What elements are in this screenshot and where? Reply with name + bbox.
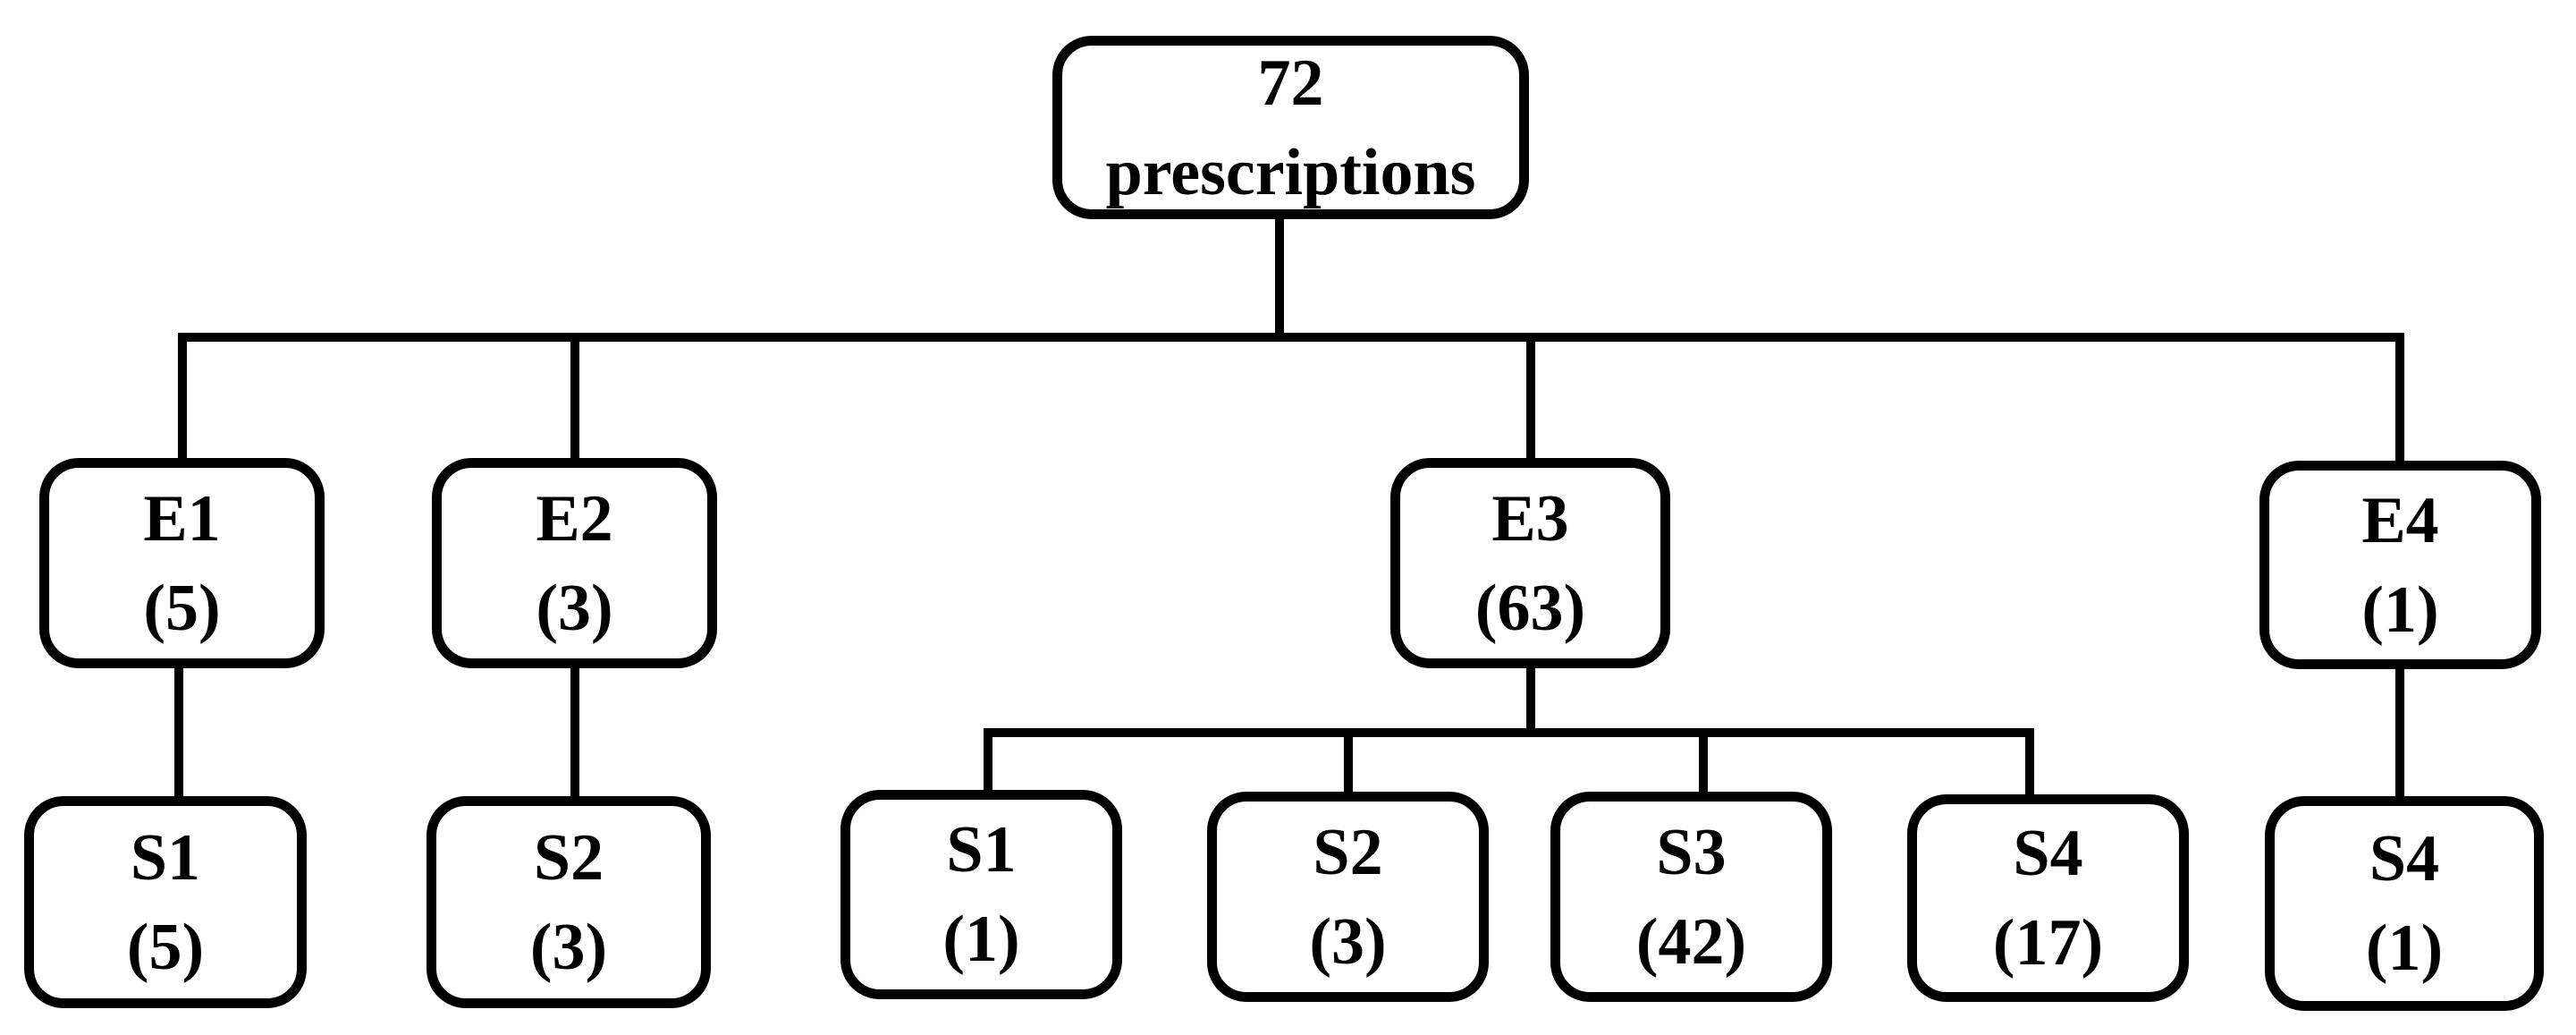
connector-drop-e3-s3 [1699,733,1708,796]
node-e2: E2 (3) [432,458,717,668]
node-e2-s2: S2 (3) [427,796,711,1008]
node-e2-count: (3) [536,571,613,645]
node-root-prescriptions: 72 prescriptions [1052,36,1529,219]
node-e1: E1 (5) [39,458,325,668]
node-e3-s1-label: S1 [946,813,1017,887]
node-e3-s2-label: S2 [1313,815,1383,889]
connector-e3-horizontal [984,728,2034,737]
connector-e4-to-s4 [2395,665,2404,801]
node-e4-s4-label: S4 [2369,822,2440,895]
connector-e1-to-s1 [174,664,183,801]
node-e3-s1: S1 (1) [840,790,1122,999]
node-e3: E3 (63) [1390,458,1670,668]
connector-e3-drop [1526,664,1535,735]
node-e3-s4-label: S4 [2013,817,2083,890]
node-e3-s2-count: (3) [1309,904,1387,979]
node-e3-s3-count: (42) [1635,904,1747,979]
node-e3-s3: S3 (42) [1550,792,1832,1002]
node-e2-label: E2 [536,481,613,556]
node-root-line2: prescriptions [1105,135,1476,209]
connector-drop-e4 [2395,337,2404,465]
node-e3-s2: S2 (3) [1207,792,1489,1002]
node-e4-count: (1) [2361,573,2439,647]
node-e3-label: E3 [1491,481,1569,556]
connector-root-drop [1275,210,1284,337]
connector-drop-e2 [570,337,579,462]
connector-drop-e3 [1526,337,1535,462]
connector-drop-e3-s4 [2025,733,2034,799]
node-e4-label: E4 [2361,483,2439,557]
connector-e2-to-s2 [570,664,579,801]
node-e1-label: E1 [143,481,221,556]
node-e4-s4-count: (1) [2365,912,2444,985]
node-e3-s3-label: S3 [1656,815,1727,889]
connector-drop-e3-s1 [984,733,992,794]
node-e4: E4 (1) [2259,461,2541,669]
node-e2-s2-count: (3) [529,910,608,984]
node-e1-s1-count: (5) [126,910,205,984]
node-e3-s1-count: (1) [942,903,1020,976]
connector-drop-e3-s2 [1344,733,1353,796]
node-e2-s2-label: S2 [533,820,604,895]
node-e1-count: (5) [143,571,221,645]
node-e4-s4: S4 (1) [2265,796,2544,1011]
node-root-line1: 72 [1257,46,1324,120]
node-e3-s4-count: (17) [1992,906,2104,980]
node-e1-s1: S1 (5) [24,796,307,1008]
node-e1-s1-label: S1 [130,820,201,895]
connector-main-horizontal [178,333,2404,342]
node-e3-count: (63) [1474,571,1586,645]
node-e3-s4: S4 (17) [1907,794,2189,1002]
connector-drop-e1 [178,337,187,462]
